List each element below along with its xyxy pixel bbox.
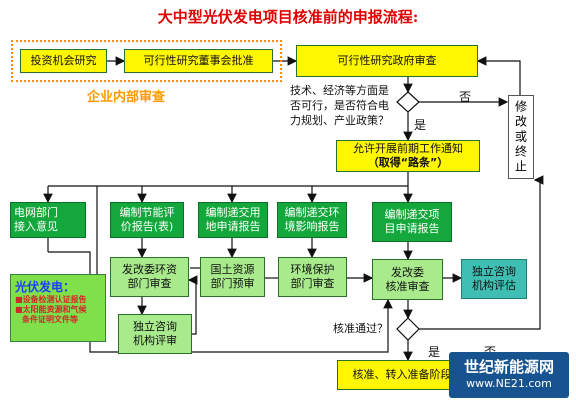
- decision2-question: 核准通过？: [333, 322, 388, 335]
- decision1-no-label: 否: [459, 90, 472, 104]
- land-report-box: 编制递交用地申请报告: [198, 202, 268, 238]
- pv-item: ■太阳能资源和气候: [15, 305, 87, 314]
- pv-requirements-box: 光伏发电： ■设备检测认证报告 ■太阳能资源和气候 条件证明文件等: [10, 274, 106, 342]
- project-report-box: 编制递交项目申请报告: [372, 202, 452, 242]
- ndrc-env-review-box: 发改委环资部门审查: [110, 257, 189, 297]
- modify-or-terminate-box: 修改或终止: [508, 95, 534, 179]
- decision-diamond-2: [396, 317, 420, 341]
- pv-item: 条件证明文件等: [22, 315, 78, 324]
- land-resource-review-box: 国土资源部门预审: [200, 257, 265, 297]
- final-approval-box: 核准、转入准备阶段: [337, 360, 467, 390]
- energy-report-box: 编制节能评价报告(表): [110, 202, 184, 238]
- notice-box: 允许开展前期工作通知（取得“路条”）: [336, 140, 480, 172]
- ndrc-approval-review-box: 发改委核准审查: [372, 259, 443, 300]
- board-approval-box: 可行性研究董事会批准: [124, 49, 273, 73]
- internal-review-label: 企业内部审查: [87, 90, 166, 105]
- watermark-logo: 世纪新能源网 www.NE21.com: [449, 352, 569, 398]
- pv-item: ■设备检测认证报告: [15, 295, 87, 304]
- decision2-yes-label: 是: [428, 345, 441, 359]
- gov-review-box: 可行性研究政府审查: [296, 45, 478, 77]
- decision1-yes-label: 是: [414, 118, 427, 132]
- grid-dept-box: 电网部门接入意见: [10, 202, 86, 238]
- page-title: 大中型光伏发电项目核准前的申报流程:: [157, 8, 419, 26]
- decision-diamond-1: [396, 91, 420, 113]
- env-protection-review-box: 环境保护部门审查: [278, 257, 347, 297]
- consult-review-box: 独立咨询机构评审: [118, 314, 192, 354]
- internal-review-group: [11, 40, 282, 82]
- env-report-box: 编制递交环境影响报告: [277, 202, 347, 238]
- pv-head: 光伏发电：: [15, 280, 76, 294]
- decision1-question: 技术、经济等方面是 否可行，是否符合电 力规划、产业政策？: [290, 84, 389, 127]
- consult-assessment-box: 独立咨询机构评估: [461, 259, 527, 299]
- invest-research-box: 投资机会研究: [20, 49, 107, 73]
